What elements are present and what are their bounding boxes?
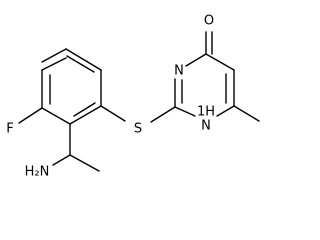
amine-label: H₂N (25, 165, 50, 180)
pyrimidinone-ring (174, 31, 260, 122)
benzene-ring (41, 48, 102, 125)
bond (205, 53, 235, 71)
bond (41, 57, 67, 71)
sulfur-label: S (134, 122, 142, 137)
nh-label: 1H N (197, 105, 215, 134)
nh-hydrogen-label: 1H (197, 105, 215, 120)
bond (174, 106, 196, 117)
ring-nitrogen-label: N (174, 64, 184, 79)
bond (41, 107, 71, 125)
bond (66, 55, 95, 73)
bond (233, 105, 260, 122)
bond (100, 105, 126, 122)
bond (185, 53, 207, 67)
nh-nitrogen-label: N (201, 119, 211, 134)
bond (216, 105, 235, 117)
bond (69, 105, 102, 125)
bond (18, 107, 43, 124)
bond (69, 154, 100, 172)
bond (150, 106, 176, 123)
chemical-structure-diagram: O N S F H₂N 1H N (6, 14, 260, 180)
bond (65, 48, 102, 71)
bond (41, 48, 67, 63)
bond (73, 102, 96, 117)
oxygen-label: O (204, 14, 214, 29)
substituent-bonds (18, 105, 176, 172)
bond (52, 154, 71, 166)
fluorine-label: F (6, 122, 13, 137)
